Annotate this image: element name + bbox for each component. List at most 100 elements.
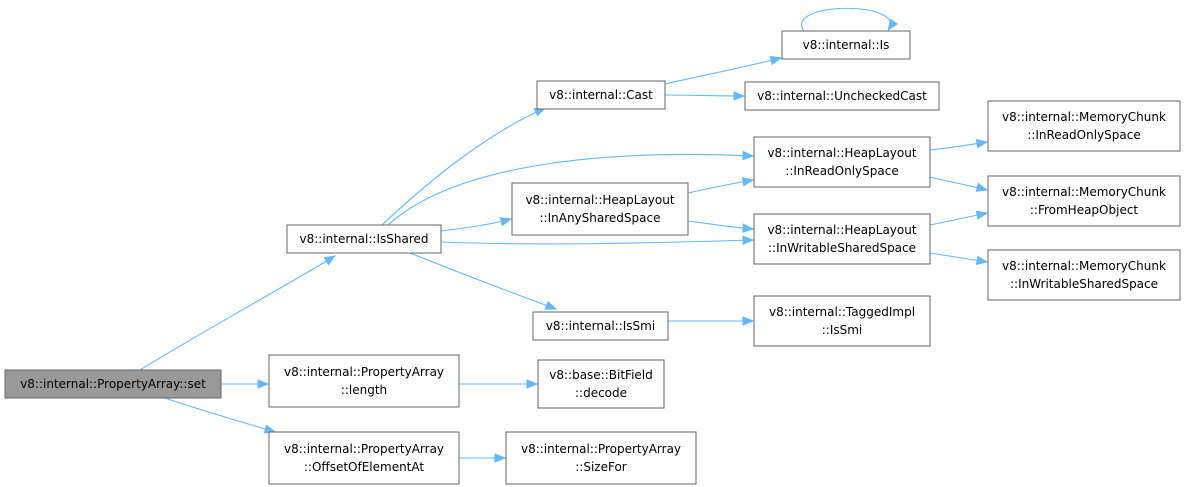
node-box (987, 249, 1181, 301)
edge-isshared-to-hl_writable (440, 235, 755, 246)
node-label: v8::base::BitField (549, 368, 652, 382)
node-label: ::InWritableSharedSpace (1010, 277, 1158, 291)
edge-isshared-to-hl_readonly (387, 150, 755, 226)
node-hl_readonly[interactable]: v8::internal::HeapLayout::InReadOnlySpac… (753, 136, 931, 188)
node-offset[interactable]: v8::internal::PropertyArray::OffsetOfEle… (268, 431, 460, 485)
node-label: v8::internal::PropertyArray::set (20, 377, 206, 391)
edge-line (381, 107, 546, 226)
node-sizefor[interactable]: v8::internal::PropertyArray::SizeFor (505, 431, 697, 485)
edge-line (801, 7, 891, 32)
node-label: ::FromHeapObject (1030, 203, 1139, 217)
node-label: v8::internal::HeapLayout (767, 223, 916, 237)
node-label: ::InAnySharedSpace (540, 211, 661, 225)
edge-arrowhead (494, 453, 507, 463)
edge-arrowhead (257, 379, 270, 389)
edge-arrowhead (975, 138, 989, 149)
node-tagged_issmi[interactable]: v8::internal::TaggedImpl::IsSmi (753, 295, 931, 347)
node-label: v8::internal::MemoryChunk (1002, 259, 1166, 273)
edge-arrowhead (742, 223, 755, 233)
node-box (781, 30, 911, 60)
edge-arrowhead (526, 379, 539, 389)
edge-arrowhead (742, 316, 755, 326)
node-box (4, 369, 222, 399)
node-label: ::IsSmi (822, 323, 863, 337)
node-box (268, 354, 460, 408)
node-label: v8::internal::MemoryChunk (1002, 185, 1166, 199)
node-anyshared[interactable]: v8::internal::HeapLayout::InAnySharedSpa… (511, 182, 689, 236)
node-box (536, 80, 666, 110)
edge-arrowhead (887, 18, 899, 32)
edge-arrowhead (499, 217, 513, 227)
node-label: ::decode (575, 386, 627, 400)
edge-isshared-to-anyshared (440, 217, 513, 232)
edge-line (664, 57, 782, 85)
node-box (987, 100, 1181, 152)
node-label: v8::internal::PropertyArray (284, 365, 444, 379)
node-label: v8::internal::Is (803, 38, 890, 52)
edge-set-to-isshared (139, 255, 337, 371)
node-hl_writable[interactable]: v8::internal::HeapLayout::InWritableShar… (753, 213, 931, 265)
edge-arrowhead (323, 255, 337, 266)
edge-hl_writable-to-mc_writable (929, 252, 989, 266)
node-label: v8::internal::HeapLayout (767, 146, 916, 160)
edge-cast-to-is (664, 55, 783, 85)
edge-line (387, 153, 754, 226)
edge-arrowhead (769, 55, 783, 66)
node-box (753, 295, 931, 347)
edge-arrowhead (733, 91, 746, 101)
edge-offset-to-sizefor (458, 453, 507, 463)
edge-cast-to-unchecked (664, 91, 746, 101)
edge-arrowhead (544, 300, 558, 310)
edge-arrowhead (975, 182, 989, 192)
node-mc_writable[interactable]: v8::internal::MemoryChunk::InWritableSha… (987, 249, 1181, 301)
edge-issmi-to-tagged_issmi (668, 316, 755, 326)
node-decode[interactable]: v8::base::BitField::decode (537, 359, 665, 409)
node-label: v8::internal::TaggedImpl (769, 305, 915, 319)
node-label: v8::internal::UncheckedCast (757, 89, 927, 103)
node-box (987, 175, 1181, 227)
edge-line (440, 239, 754, 245)
node-label: ::SizeFor (575, 460, 627, 474)
node-label: v8::internal::PropertyArray (284, 442, 444, 456)
edge-line (440, 218, 512, 232)
edge-length-to-decode (458, 379, 539, 389)
edge-hl_readonly-to-mc_readonly (929, 138, 989, 151)
node-isshared[interactable]: v8::internal::IsShared (286, 224, 442, 254)
node-mc_fromheap[interactable]: v8::internal::MemoryChunk::FromHeapObjec… (987, 175, 1181, 227)
node-box (505, 431, 697, 485)
node-label: v8::internal::PropertyArray (521, 442, 681, 456)
node-label: ::InReadOnlySpace (1027, 128, 1140, 142)
node-label: v8::internal::HeapLayout (525, 193, 674, 207)
node-unchecked[interactable]: v8::internal::UncheckedCast (744, 81, 940, 111)
edge-set-to-offset (164, 397, 277, 434)
edge-hl_readonly-to-mc_fromheap (929, 176, 989, 192)
node-label: v8::internal::MemoryChunk (1002, 110, 1166, 124)
node-length[interactable]: v8::internal::PropertyArray::length (268, 354, 460, 408)
node-label: v8::internal::Cast (549, 88, 653, 102)
node-set[interactable]: v8::internal::PropertyArray::set (4, 369, 222, 399)
node-label: v8::internal::IsShared (300, 232, 429, 246)
edge-hl_writable-to-mc_fromheap (929, 210, 989, 226)
edge-line (409, 252, 557, 310)
graph-nodes: v8::internal::PropertyArray::setv8::inte… (4, 30, 1181, 485)
edge-arrowhead (742, 150, 755, 161)
node-mc_readonly[interactable]: v8::internal::MemoryChunk::InReadOnlySpa… (987, 100, 1181, 152)
node-cast[interactable]: v8::internal::Cast (536, 80, 666, 110)
node-box (537, 359, 665, 409)
node-is[interactable]: v8::internal::Is (781, 30, 911, 60)
edge-line (664, 94, 745, 97)
edge-arrowhead (975, 255, 989, 266)
node-box (511, 182, 689, 236)
node-box (532, 311, 669, 341)
node-box (753, 136, 931, 188)
node-label: v8::internal::IsSmi (546, 319, 655, 333)
node-box (744, 81, 940, 111)
edge-isshared-to-issmi (409, 252, 558, 310)
edge-line (164, 397, 276, 433)
node-box (286, 224, 442, 254)
edge-arrowhead (742, 235, 755, 246)
edge-is-to-is (801, 7, 899, 32)
node-issmi[interactable]: v8::internal::IsSmi (532, 311, 669, 341)
node-label: ::OffsetOfElementAt (304, 460, 424, 474)
